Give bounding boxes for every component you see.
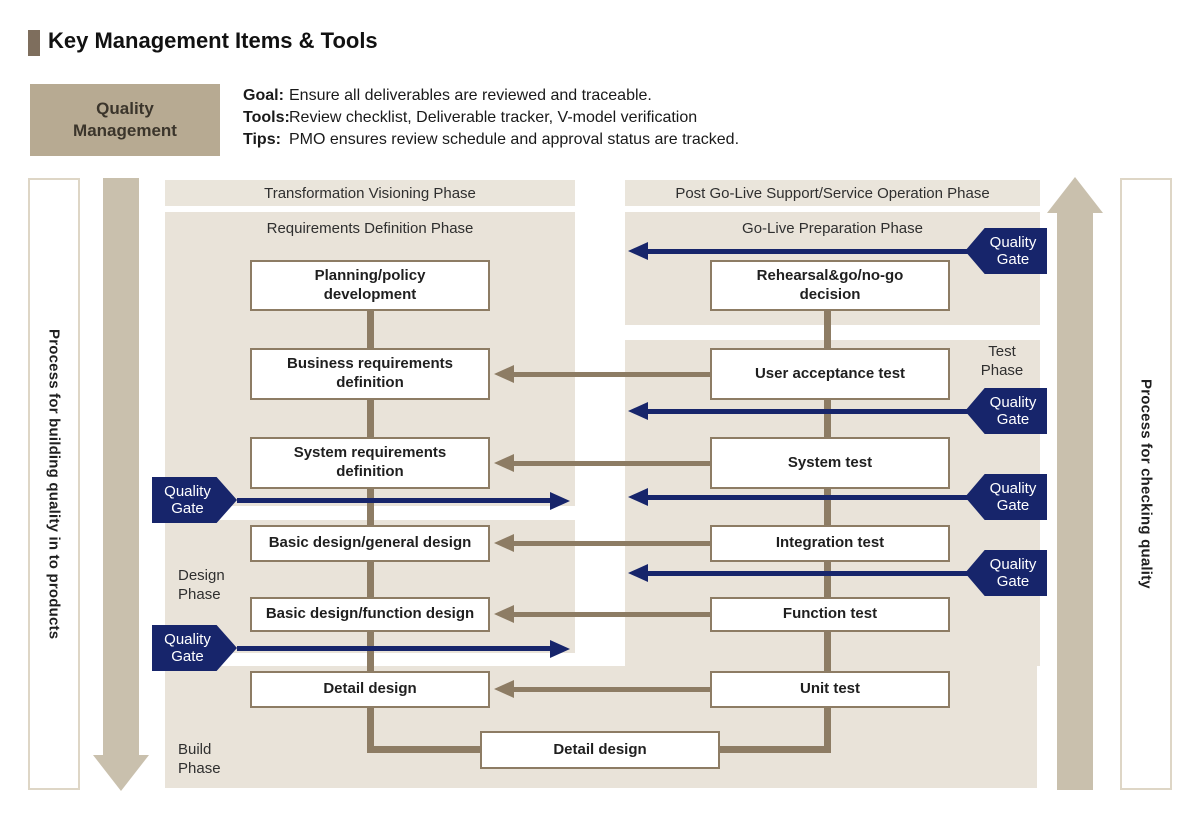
unittest-feedback-arrowhead-icon xyxy=(494,680,514,698)
checking-quality-label: Process for checking quality xyxy=(1137,379,1155,589)
checking-quality-sidebar: Process for checking quality xyxy=(1120,178,1172,790)
band-post-golive: Post Go-Live Support/Service Operation P… xyxy=(625,180,1040,206)
quality-gate-badge-right-2: Quality Gate xyxy=(965,388,1047,434)
systemtest-feedback-arrow xyxy=(512,460,710,466)
process-box-business-requirements: Business requirements definition xyxy=(250,348,490,400)
right-elbow-horizontal xyxy=(717,746,831,753)
process-box-general-design: Basic design/general design xyxy=(250,525,490,562)
tools-text: Review checklist, Deliverable tracker, V… xyxy=(289,109,698,126)
quality-gate-arrow-right-2 xyxy=(646,408,968,414)
process-box-planning: Planning/policy development xyxy=(250,260,490,311)
golive-preparation-label: Go-Live Preparation Phase xyxy=(742,220,923,237)
process-box-integration-test: Integration test xyxy=(710,525,950,562)
goal-label: Goal: xyxy=(243,87,284,104)
process-box-unit-test: Unit test xyxy=(710,671,950,708)
building-quality-sidebar: Process for building quality in to produ… xyxy=(28,178,80,790)
requirements-definition-label: Requirements Definition Phase xyxy=(266,220,474,237)
quality-gate-arrowhead-right-icon xyxy=(550,639,570,658)
process-box-detail-design: Detail design xyxy=(250,671,490,708)
integrationtest-feedback-arrowhead-icon xyxy=(494,534,514,552)
quality-gate-arrowhead-left-icon xyxy=(628,564,648,582)
left-elbow-horizontal xyxy=(367,746,487,753)
uat-feedback-arrowhead-icon xyxy=(494,365,514,383)
quality-gate-arrowhead-left-icon xyxy=(628,488,648,506)
tools-label: Tools: xyxy=(243,109,290,126)
process-box-function-test: Function test xyxy=(710,597,950,632)
quality-gate-arrow-left-2 xyxy=(237,646,552,651)
quality-gate-arrow-right-1 xyxy=(646,248,968,254)
uat-feedback-arrow xyxy=(512,371,710,377)
downward-process-arrowhead-icon xyxy=(93,755,149,791)
upward-process-arrow-shaft xyxy=(1057,213,1093,790)
process-box-system-requirements: System requirements definition xyxy=(250,437,490,489)
quality-management-notes: Goal: Ensure all deliverables are reviewe… xyxy=(243,85,943,151)
systemtest-feedback-arrowhead-icon xyxy=(494,454,514,472)
left-elbow-vertical xyxy=(367,705,374,753)
goal-row: Goal: Ensure all deliverables are reviewe… xyxy=(243,85,943,107)
right-elbow-vertical xyxy=(824,705,831,753)
tips-row: Tips: PMO ensures review schedule and app… xyxy=(243,129,943,151)
quality-gate-badge-left-2: Quality Gate xyxy=(152,625,237,671)
quality-gate-arrowhead-right-icon xyxy=(550,491,570,510)
test-phase-label: Test Phase xyxy=(980,343,1024,379)
process-box-function-design: Basic design/function design xyxy=(250,597,490,632)
building-quality-label: Process for building quality in to produ… xyxy=(45,328,63,640)
tools-row: Tools:Review checklist, Deliverable trac… xyxy=(243,107,943,129)
functiontest-feedback-arrow xyxy=(512,611,710,617)
process-box-user-acceptance-test: User acceptance test xyxy=(710,348,950,400)
quality-gate-arrowhead-left-icon xyxy=(628,402,648,420)
functiontest-feedback-arrowhead-icon xyxy=(494,605,514,623)
band-transformation-visioning: Transformation Visioning Phase xyxy=(165,180,575,206)
process-box-rehearsal: Rehearsal&go/no-go decision xyxy=(710,260,950,311)
tips-text: PMO ensures review schedule and approval… xyxy=(289,131,740,148)
quality-gate-arrow-left-1 xyxy=(237,498,552,503)
downward-process-arrow-shaft xyxy=(103,178,139,755)
integrationtest-feedback-arrow xyxy=(512,540,710,546)
quality-gate-arrow-right-4 xyxy=(646,570,968,576)
tips-label: Tips: xyxy=(243,131,281,148)
quality-gate-arrow-right-3 xyxy=(646,494,968,500)
process-box-detail-design-bottom: Detail design xyxy=(480,731,720,769)
quality-gate-arrowhead-left-icon xyxy=(628,242,648,260)
unittest-feedback-arrow xyxy=(512,686,710,692)
quality-gate-badge-right-1: Quality Gate xyxy=(965,228,1047,274)
goal-text: Ensure all deliverables are reviewed and… xyxy=(289,87,652,104)
quality-gate-badge-right-3: Quality Gate xyxy=(965,474,1047,520)
title-accent-bar xyxy=(28,30,40,56)
upward-process-arrowhead-icon xyxy=(1047,177,1103,213)
quality-management-label: Quality Management xyxy=(30,84,220,156)
quality-gate-badge-left-1: Quality Gate xyxy=(152,477,237,523)
quality-gate-badge-right-4: Quality Gate xyxy=(965,550,1047,596)
build-phase-label: Build Phase xyxy=(178,741,221,777)
page-title: Key Management Items & Tools xyxy=(48,28,378,53)
design-phase-label: Design Phase xyxy=(178,567,225,603)
process-box-system-test: System test xyxy=(710,437,950,489)
